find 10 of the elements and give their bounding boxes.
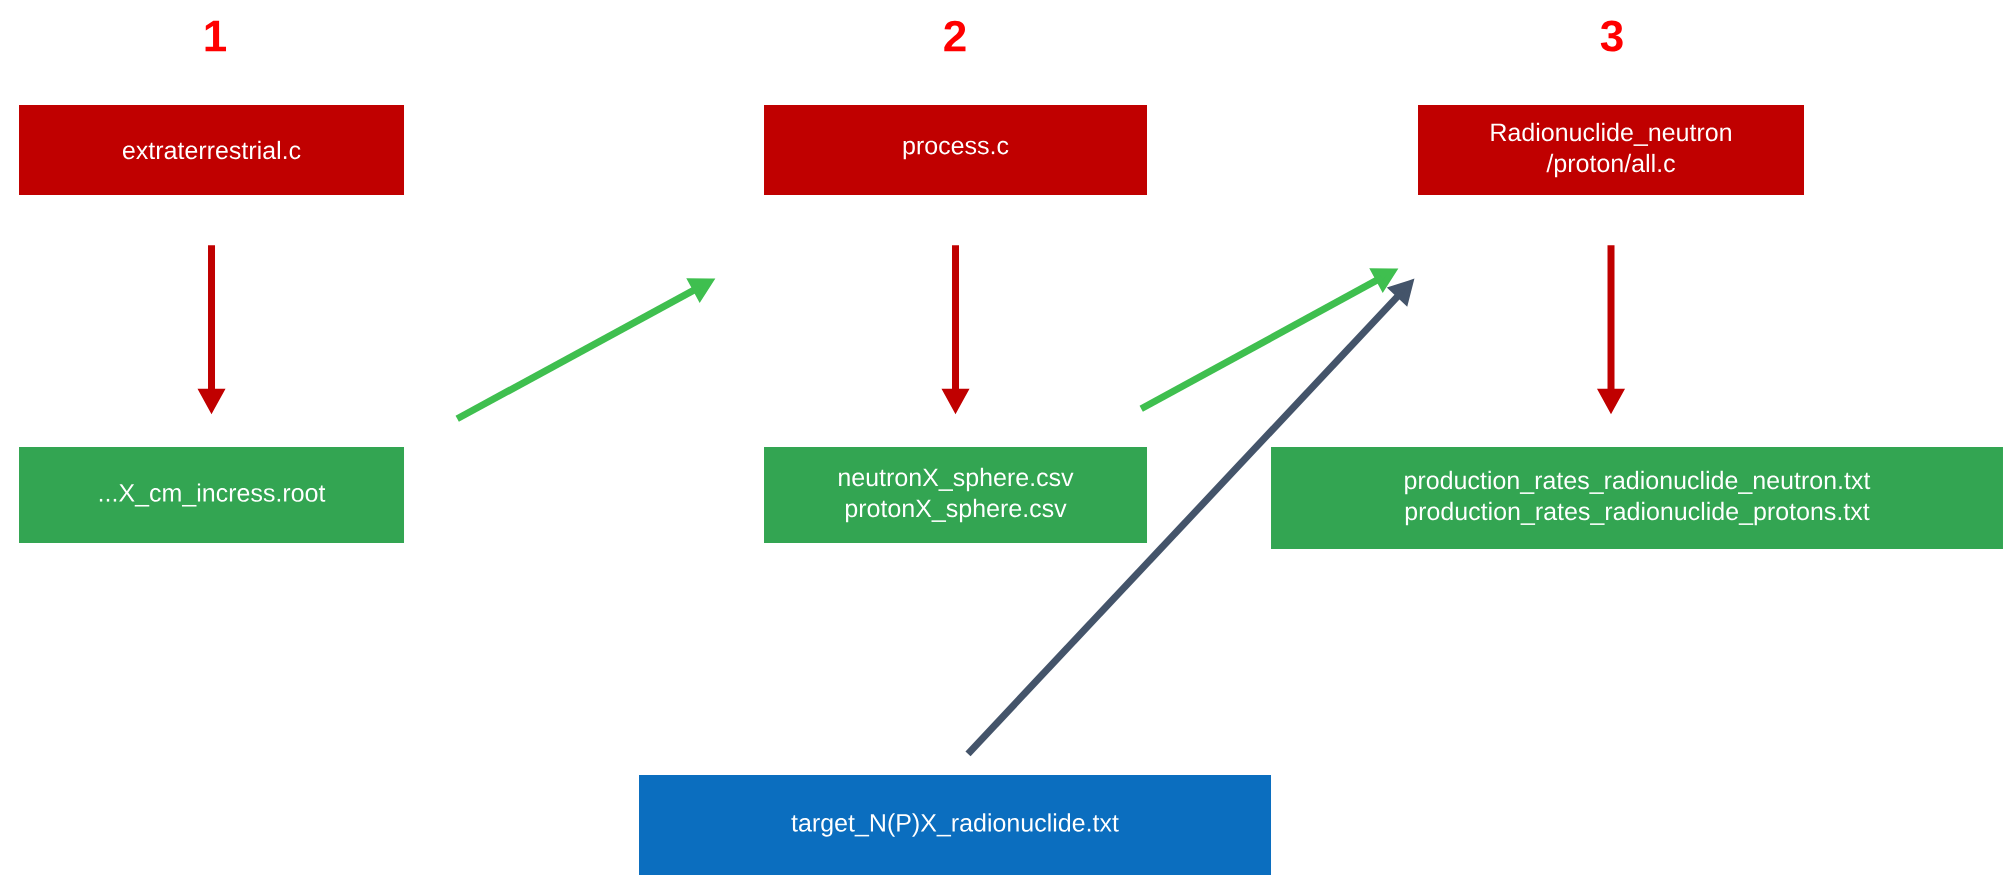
file-box: ...X_cm_incress.root xyxy=(19,447,404,543)
step-number: 1 xyxy=(205,20,226,52)
step-number: 2 xyxy=(944,20,966,52)
process-box: extraterrestrial.c xyxy=(19,105,404,195)
step-number: 3 xyxy=(1600,20,1623,52)
file-box: neutronX_sphere.csv protonX_sphere.csv xyxy=(764,447,1147,543)
process-box: process.c xyxy=(764,105,1147,195)
file-box: production_rates_radionuclide_neutron.txt production_rates_radionuclide_protons.txt xyxy=(1271,447,2003,549)
process-box: Radionuclide_neutron /proton/all.c xyxy=(1418,105,1804,195)
input-file-box: target_N(P)X_radionuclide.txt xyxy=(639,775,1271,875)
